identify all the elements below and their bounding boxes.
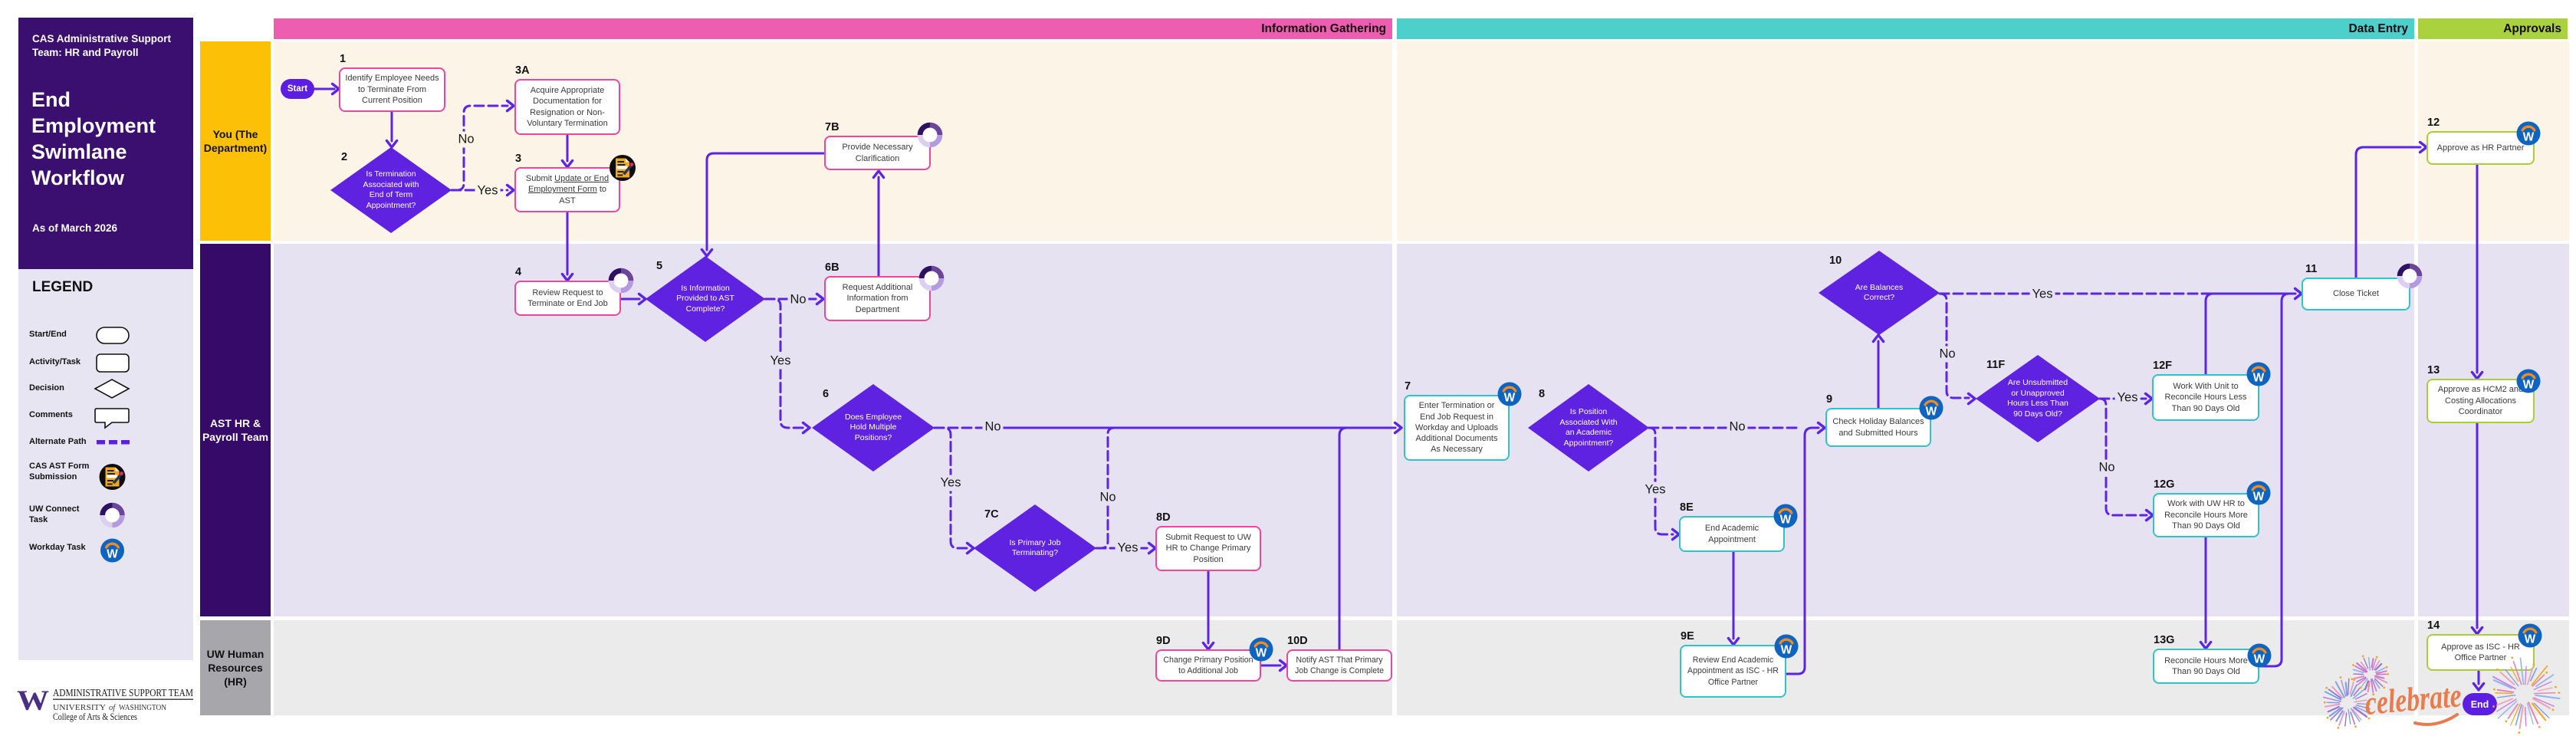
svg-text:WASHINGTON: WASHINGTON	[119, 704, 166, 712]
svg-text:W: W	[2523, 131, 2535, 144]
svg-text:W: W	[107, 548, 118, 561]
svg-text:W: W	[1256, 647, 1267, 660]
svg-text:W: W	[2525, 633, 2536, 646]
svg-text:ADMINISTRATIVE SUPPORT TEAM: ADMINISTRATIVE SUPPORT TEAM	[53, 687, 193, 698]
svg-text:W: W	[1926, 406, 1937, 419]
svg-text:W: W	[17, 685, 49, 717]
svg-text:W: W	[1781, 644, 1792, 657]
svg-text:College of Arts & Sciences: College of Arts & Sciences	[53, 711, 137, 722]
svg-text:of: of	[109, 704, 117, 712]
svg-text:celebrate: celebrate	[2364, 676, 2463, 722]
svg-text:W: W	[1780, 514, 1792, 527]
svg-text:W: W	[2253, 491, 2265, 504]
svg-text:UNIVERSITY: UNIVERSITY	[53, 704, 106, 712]
svg-text:W: W	[1504, 392, 1516, 405]
svg-text:W: W	[2253, 372, 2265, 385]
svg-text:W: W	[2523, 379, 2535, 392]
svg-text:W: W	[2254, 653, 2266, 666]
